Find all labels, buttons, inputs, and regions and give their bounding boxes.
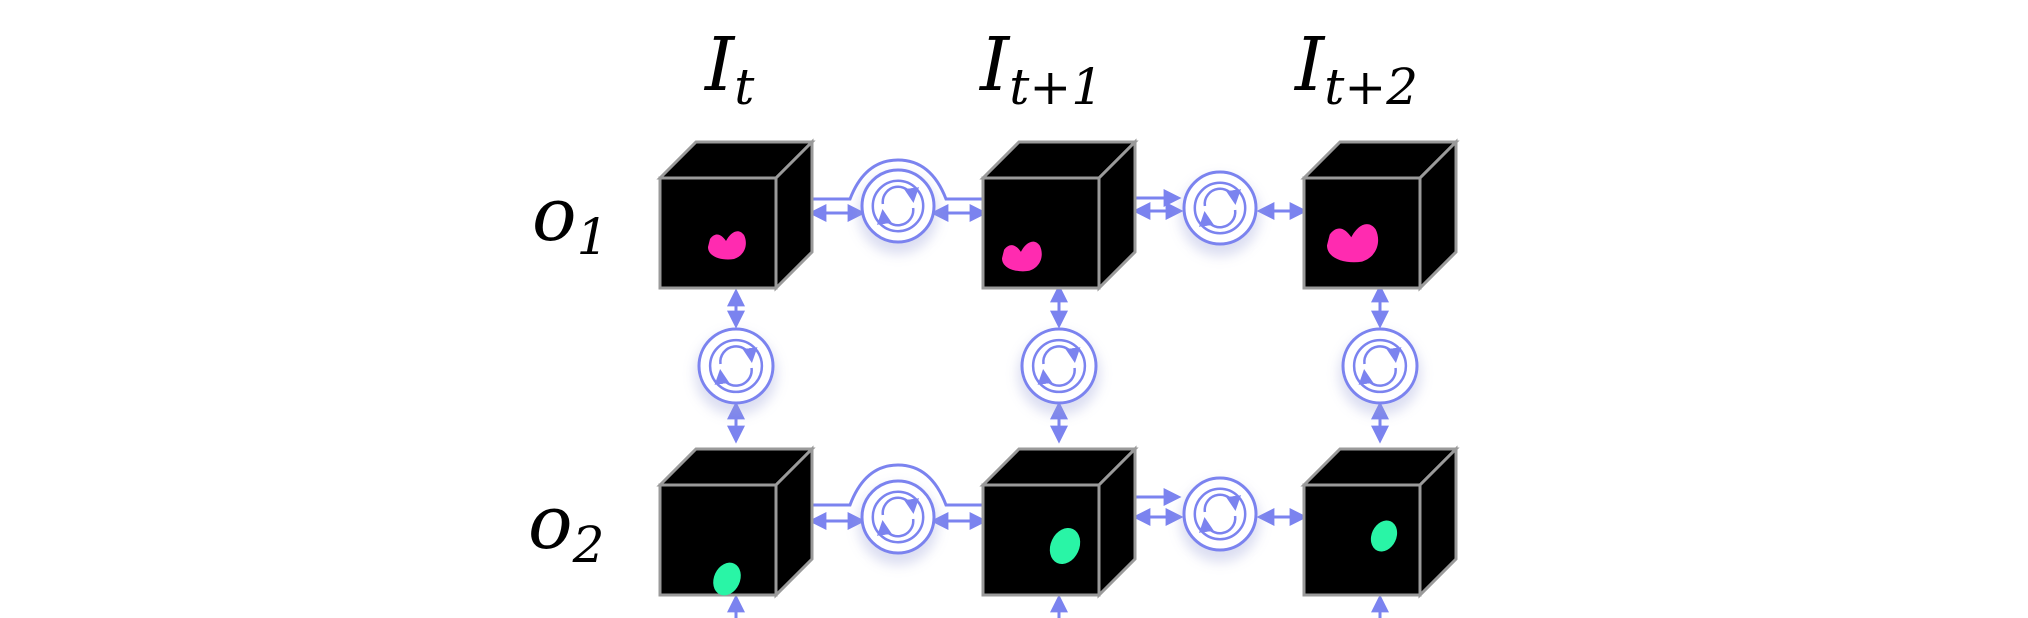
cycle-arc-bottom — [877, 207, 915, 227]
cycle-arrows-icon — [858, 479, 938, 565]
object-mask-blob — [1002, 241, 1042, 272]
volume-cube — [979, 138, 1139, 292]
volume-cube — [979, 445, 1139, 599]
node-inner-ring — [1193, 181, 1247, 235]
column-label-1: It+1 — [978, 22, 1103, 116]
cube-front-face — [1302, 483, 1422, 597]
node-inner-ring — [708, 338, 764, 394]
cycle-arc-bottom — [1199, 209, 1237, 229]
row-label-0: o1 — [532, 172, 608, 266]
row-labels: o1 o2 — [528, 172, 608, 574]
volume-cube — [656, 138, 816, 292]
cube-volumes — [656, 138, 1460, 599]
cube-front-face — [658, 483, 778, 597]
object-mask-blob — [1327, 224, 1379, 263]
cycle-arrows-icon — [695, 327, 777, 415]
row-label-1: o2 — [528, 480, 604, 574]
node-inner-ring — [871, 490, 925, 544]
cube-front-face — [981, 483, 1101, 597]
object-mask-blob — [1370, 520, 1398, 552]
cube-front-face — [981, 176, 1101, 290]
column-labels: It It+1 It+2 — [703, 22, 1418, 116]
cycle-arrows-icon — [1018, 327, 1100, 415]
cycle-arc-bottom — [877, 518, 915, 538]
cycle-arrows-icon — [858, 168, 938, 254]
cycle-arrows-icon — [1180, 170, 1260, 256]
cycle-arc-top — [1363, 345, 1402, 365]
volume-cube — [1300, 445, 1460, 599]
connectors — [727, 158, 1389, 618]
interaction-nodes — [695, 168, 1421, 565]
object-mask-blob — [708, 231, 746, 260]
cycle-arc-top — [719, 345, 758, 365]
object-mask-blob — [1049, 528, 1081, 564]
connector-arc — [812, 463, 984, 507]
cycle-arc-top — [1203, 187, 1241, 207]
volume-cube — [656, 445, 816, 599]
cycle-arc-top — [1203, 493, 1241, 513]
volume-cube — [1300, 138, 1460, 292]
cycle-arrows-icon — [1339, 327, 1421, 415]
node-inner-ring — [871, 179, 925, 233]
node-inner-ring — [1031, 338, 1087, 394]
cycle-arc-top — [881, 185, 919, 205]
cycle-arc-top — [1042, 345, 1081, 365]
cycle-arc-bottom — [1199, 515, 1237, 535]
cycle-arrows-icon — [1180, 476, 1260, 562]
node-inner-ring — [1352, 338, 1408, 394]
object-mask-blob — [713, 562, 741, 596]
cycle-arc-top — [881, 496, 919, 516]
cube-front-face — [658, 176, 778, 290]
column-label-2: It+2 — [1293, 22, 1418, 116]
cycle-arc-bottom — [1358, 367, 1397, 387]
cycle-arc-bottom — [714, 367, 753, 387]
cycle-arc-bottom — [1037, 367, 1076, 387]
connector-arc — [812, 158, 984, 201]
column-label-0: It — [703, 22, 755, 116]
node-inner-ring — [1193, 487, 1247, 541]
